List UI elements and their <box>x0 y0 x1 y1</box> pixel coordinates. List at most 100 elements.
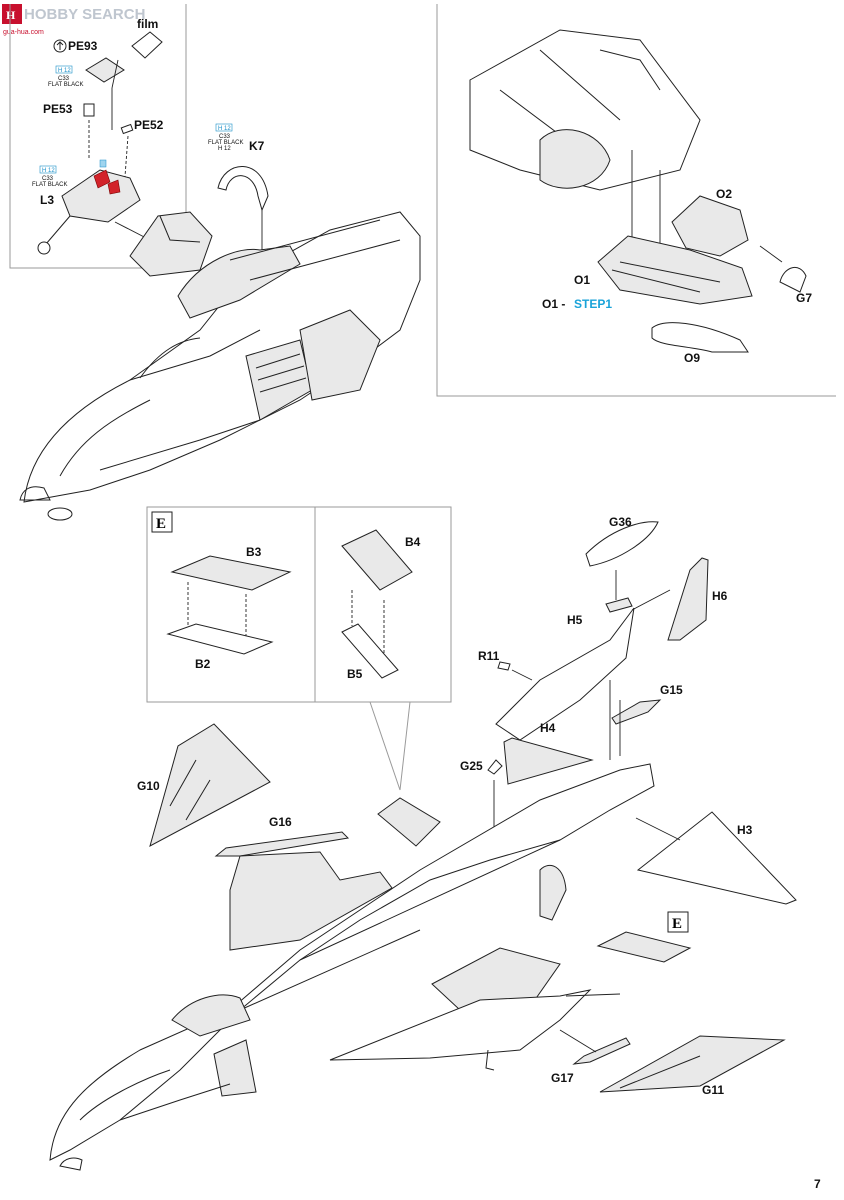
label-film: film <box>137 17 158 31</box>
watermark-logo-icon <box>2 4 22 24</box>
watermark-brand: HOBBY SEARCH <box>24 6 145 23</box>
flap-e-part <box>377 797 441 847</box>
intake-lip <box>539 129 611 189</box>
flap-e-part-2 <box>596 931 692 963</box>
g15-part <box>611 699 662 725</box>
b2-part <box>166 623 274 655</box>
cockpit-tub-part <box>129 211 213 277</box>
flap-detail-frame <box>146 506 452 703</box>
label-h5: H5 <box>567 613 583 627</box>
tail-section: G36 H6 H5 R11 G15 H4 G25 H3 <box>460 515 797 905</box>
svg-text:C33: C33 <box>42 176 54 182</box>
label-l3: L3 <box>40 193 54 207</box>
l3-sprue-gate <box>37 241 51 255</box>
svg-text:E: E <box>672 916 682 932</box>
page-number: 7 <box>814 1177 821 1191</box>
pitot <box>47 507 73 521</box>
label-h4: H4 <box>540 721 556 735</box>
option-e-marker-2 <box>667 911 689 933</box>
film-part <box>131 31 163 59</box>
svg-text:E: E <box>156 516 166 532</box>
label-g36: G36 <box>609 515 632 529</box>
label-h6: H6 <box>712 589 728 603</box>
cockpit-detail: film PE93 H 12 C33 FLAT BLACK PE53 PE52 … <box>32 17 269 318</box>
pe93-part <box>85 57 125 83</box>
label-o2: O2 <box>716 187 732 201</box>
intake <box>299 309 381 401</box>
flap-detail: E B3 B2 B4 B5 <box>151 511 421 681</box>
label-g25: G25 <box>460 759 483 773</box>
upper-fuselage <box>19 211 421 521</box>
label-g10: G10 <box>137 779 160 793</box>
intake-detail-frame <box>436 4 836 397</box>
label-h3: H3 <box>737 823 753 837</box>
label-g15: G15 <box>660 683 683 697</box>
left-wing-parts: G10 G16 <box>137 723 441 871</box>
option-e-marker-1 <box>151 511 173 533</box>
label-g17: G17 <box>551 1071 574 1085</box>
g16-part <box>214 831 350 857</box>
svg-text:FLAT BLACK: FLAT BLACK <box>48 82 83 88</box>
h3-part <box>636 811 797 905</box>
flap-callout-pointer <box>369 701 411 791</box>
label-pe53: PE53 <box>43 102 73 116</box>
o1-part <box>597 235 753 305</box>
svg-text:FLAT BLACK: FLAT BLACK <box>32 182 67 188</box>
label-g16: G16 <box>269 815 292 829</box>
svg-text:FLAT BLACK: FLAT BLACK <box>208 140 243 146</box>
pe52-part <box>120 123 134 135</box>
label-pe93: PE93 <box>68 39 98 53</box>
canopy-rail <box>177 245 301 319</box>
right-wing <box>329 989 592 1061</box>
label-b4: B4 <box>405 535 421 549</box>
cockpit-detail-frame <box>9 4 187 269</box>
label-g7: G7 <box>796 291 812 305</box>
watermark-site: gua-hua.com <box>3 29 44 36</box>
label-r11: R11 <box>478 649 500 663</box>
svg-text:H 12: H 12 <box>218 146 231 152</box>
svg-text:C33: C33 <box>219 134 231 140</box>
watermark: H HOBBY SEARCH gua-hua.com <box>2 4 145 36</box>
rudder-part <box>495 607 635 741</box>
right-wing-upper <box>431 947 561 1011</box>
svg-text:H 12: H 12 <box>42 168 55 174</box>
engine-nozzle <box>539 865 567 921</box>
b5-part <box>341 623 399 679</box>
svg-text:H: H <box>6 8 16 22</box>
left-wing-root <box>229 851 393 951</box>
label-o1-step: O1 - <box>542 297 565 311</box>
b3-part <box>170 555 292 591</box>
canopy <box>171 994 251 1037</box>
g25-part <box>487 759 503 775</box>
o2-part <box>671 195 749 257</box>
label-step-ref: STEP1 <box>574 297 612 311</box>
paint-callout: H 12 C33 FLAT BLACK <box>208 123 243 146</box>
label-b2: B2 <box>195 657 211 671</box>
svg-text:C33: C33 <box>58 76 70 82</box>
paint-callout: H 12 C33 FLAT BLACK <box>48 65 83 88</box>
intake-detail: O2 G7 O1 O1 - STEP1 O9 <box>469 29 812 365</box>
intake-lower <box>213 1039 257 1097</box>
h6-part <box>667 557 709 641</box>
label-o9: O9 <box>684 351 700 365</box>
paint-callout: H 12 C33 FLAT BLACK <box>32 165 67 188</box>
b4-part <box>341 529 413 591</box>
svg-text:H 12: H 12 <box>58 68 71 74</box>
g17-part <box>572 1037 631 1065</box>
g7-part <box>779 267 807 293</box>
k7-part <box>217 166 269 212</box>
pe53-part <box>83 103 95 117</box>
label-pe52: PE52 <box>134 118 164 132</box>
h5-part <box>605 597 633 613</box>
label-k7: K7 <box>249 139 265 153</box>
h4-part <box>503 737 594 785</box>
detail-frames <box>9 4 836 791</box>
label-g11: G11 <box>702 1083 724 1097</box>
label-b5: B5 <box>347 667 363 681</box>
o9-part <box>651 322 749 353</box>
label-b3: B3 <box>246 545 262 559</box>
svg-text:H 12: H 12 <box>218 126 231 132</box>
g10-part <box>149 723 271 847</box>
r11-part <box>497 661 511 671</box>
